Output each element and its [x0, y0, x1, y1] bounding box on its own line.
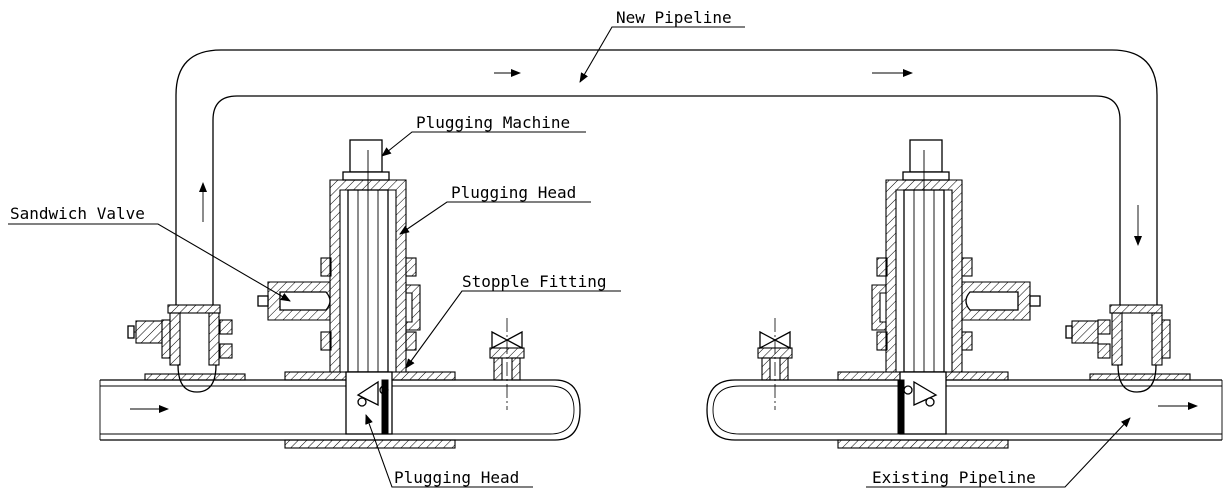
vent-valve-left: [489, 318, 525, 410]
bypass-connection-left: [127, 304, 233, 393]
plugging-machine-left: [349, 139, 383, 173]
stopple-fitting-left: [144, 371, 456, 449]
plugging-machine-right: [909, 139, 943, 173]
new-pipeline-bypass: [175, 49, 1158, 305]
flow-arrows-new-pipeline: [199, 69, 1142, 246]
vent-valve-right: [757, 318, 793, 410]
bypass-connection-right: [1065, 304, 1171, 393]
label-stopple-fitting: Stopple Fitting: [462, 272, 607, 291]
label-existing-pipeline: Existing Pipeline: [872, 468, 1036, 487]
label-plugging-head-top: Plugging Head: [451, 183, 576, 202]
label-plugging-head-bottom: Plugging Head: [394, 468, 519, 487]
leader-lines: [8, 26, 1131, 488]
plugging-assembly-left: [257, 139, 421, 435]
plugging-assembly-right: [871, 139, 1041, 435]
label-new-pipeline: New Pipeline: [616, 8, 732, 27]
label-plugging-machine: Plugging Machine: [416, 113, 570, 132]
label-sandwich-valve: Sandwich Valve: [10, 204, 145, 223]
stopple-fitting-right: [837, 371, 1191, 449]
existing-pipeline-right: [706, 379, 1223, 441]
existing-pipeline-left: [99, 379, 581, 441]
